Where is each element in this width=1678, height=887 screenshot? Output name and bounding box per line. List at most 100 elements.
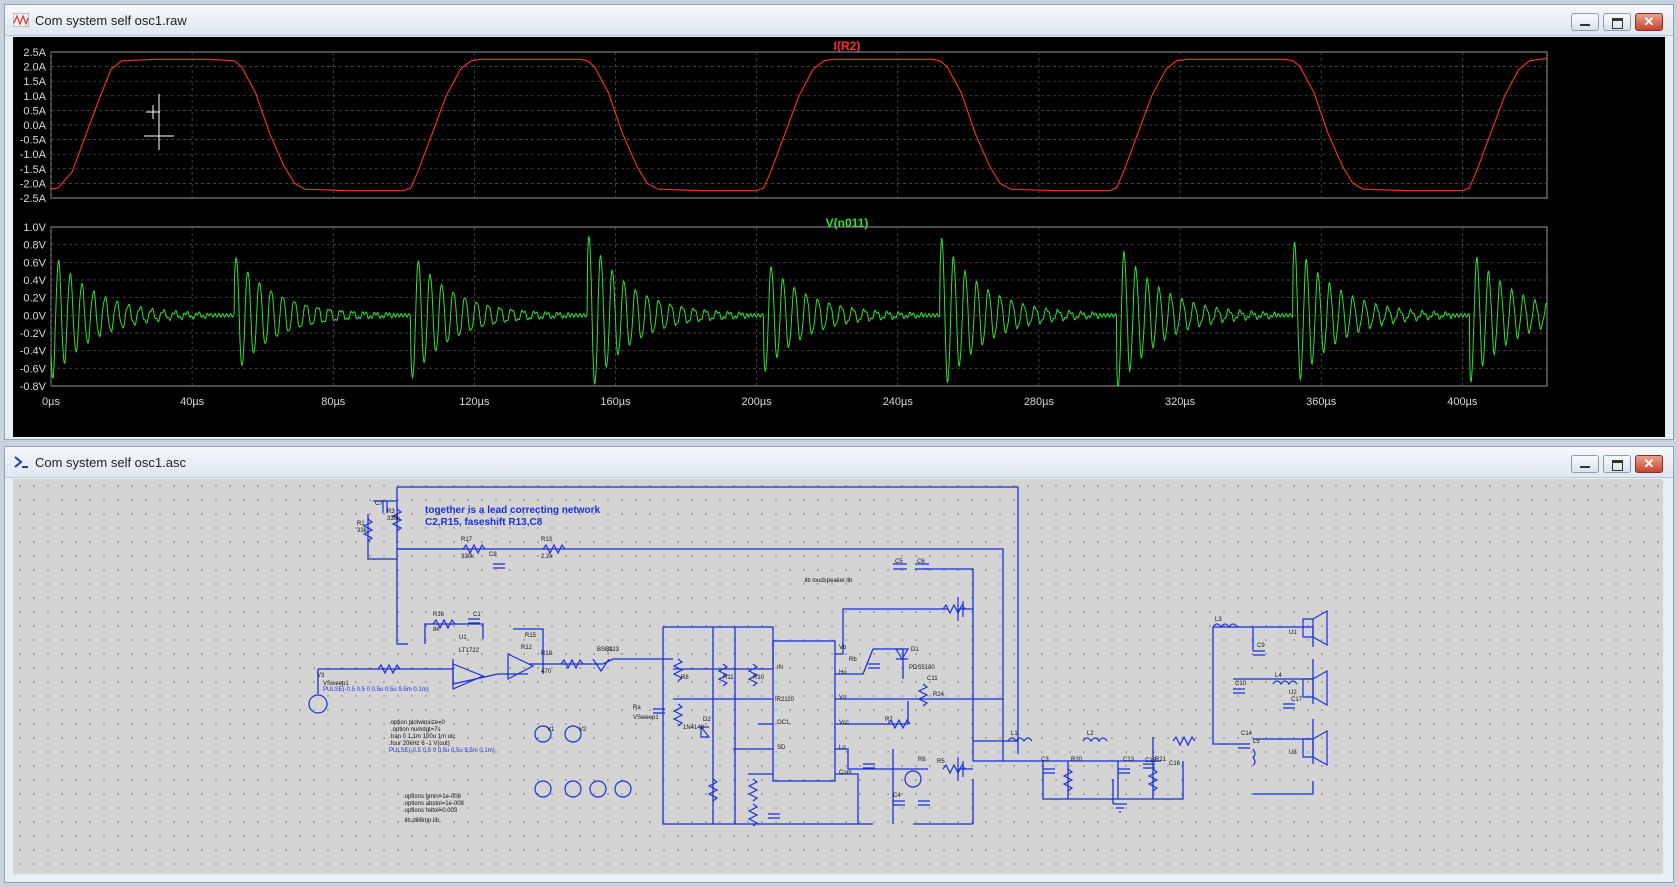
component-label[interactable]: U1 — [459, 635, 467, 641]
component-label[interactable]: Rb — [849, 657, 857, 663]
waveform-close-button[interactable]: ✕ — [1635, 13, 1663, 31]
component-label[interactable]: 330k — [461, 554, 475, 560]
component-label[interactable]: L4 — [1275, 673, 1282, 679]
component-label[interactable]: R8 — [681, 675, 689, 681]
component-label[interactable]: 1N4148 — [683, 725, 705, 731]
spice-directive-line[interactable]: .four 20kHz 6 -1 V(out) — [389, 741, 450, 747]
component-label[interactable]: SD — [777, 745, 786, 751]
trace-title-i-r2[interactable]: I(R2) — [834, 39, 861, 53]
component-label[interactable]: V1 — [547, 727, 555, 733]
annotation-lead-network[interactable]: together is a lead correcting network — [425, 505, 600, 516]
component-label[interactable]: R11 — [723, 675, 734, 681]
vsweep-pulse-label[interactable]: PULSE(-0.5 0.5 0 0.5u 0.5u 9.5m 0.1m) — [323, 687, 429, 693]
trace-title-v-n011[interactable]: V(n011) — [826, 216, 869, 230]
vsweep-name: VSweep1 — [323, 681, 349, 687]
component-label[interactable]: Vb — [839, 645, 847, 651]
component-label[interactable]: C4 — [893, 793, 901, 799]
component-label[interactable]: Vs — [839, 695, 846, 701]
component-label[interactable]: 2.2k — [541, 554, 553, 560]
component-label[interactable]: Vcc — [839, 720, 849, 726]
component-label[interactable]: PDS5100 — [909, 665, 935, 671]
component-label[interactable]: R3 — [387, 509, 395, 515]
component-label[interactable]: 8k — [433, 627, 440, 633]
schematic-titlebar[interactable]: Com system self osc1.asc ✕ — [5, 447, 1673, 478]
component-label[interactable]: Q1 — [605, 647, 614, 653]
component-label[interactable]: R13 — [541, 537, 553, 543]
component-label[interactable]: L5 — [1253, 739, 1260, 745]
component-label[interactable]: Com — [839, 770, 852, 776]
schematic-maximize-button[interactable] — [1603, 455, 1631, 473]
component-label[interactable]: R20 — [1071, 757, 1083, 763]
component-label[interactable]: L2 — [1087, 731, 1094, 737]
waveform-maximize-button[interactable] — [1603, 13, 1631, 31]
component-label[interactable]: C5 — [895, 559, 903, 565]
spice-directive-line[interactable]: .lib dill8mp.lib — [403, 818, 440, 824]
component-label[interactable]: R16 — [433, 612, 445, 618]
component-label[interactable]: R7 — [885, 717, 893, 723]
component-label[interactable]: C6 — [917, 559, 925, 565]
component-label[interactable]: C1 — [473, 612, 481, 618]
component-label[interactable]: R17 — [461, 537, 473, 543]
component-label[interactable]: C14 — [1241, 731, 1253, 737]
component-label[interactable]: C15 — [1145, 758, 1157, 764]
component-label[interactable]: V2 — [579, 727, 587, 733]
component-label[interactable]: C11 — [927, 676, 938, 682]
component-label[interactable]: C13 — [1123, 757, 1135, 763]
spice-directive-line[interactable]: .option plotwinsize=0 — [389, 720, 446, 726]
spice-directive-line[interactable]: .option numdgt=7s — [391, 727, 441, 733]
component-label[interactable]: U2 — [1289, 690, 1297, 696]
component-label[interactable]: R18 — [541, 651, 553, 657]
minimize-icon — [1580, 466, 1590, 468]
waveform-minimize-button[interactable] — [1571, 13, 1599, 31]
spice-directive-line[interactable]: PULSE(-0.5 0.5 0 0.5u 0.5u 9.5m 0.1m) — [389, 748, 495, 754]
component-label[interactable]: V3 — [317, 673, 325, 679]
spice-directive-line[interactable]: .options reltol=0.003 — [403, 808, 458, 814]
schematic-minimize-button[interactable] — [1571, 455, 1599, 473]
spice-directive-line[interactable]: .options abstol=1e-008 — [403, 801, 465, 807]
schematic-close-button[interactable]: ✕ — [1635, 455, 1663, 473]
component-label[interactable]: R5 — [937, 759, 945, 765]
component-label[interactable]: L3 — [1215, 617, 1222, 623]
component-label[interactable]: 330k — [387, 516, 401, 522]
waveform-titlebar[interactable]: Com system self osc1.raw ✕ — [5, 5, 1673, 36]
component-label[interactable]: C17 — [1291, 697, 1303, 703]
component-label[interactable]: 470 — [541, 669, 552, 675]
component-label[interactable]: IN — [777, 665, 783, 671]
component-label[interactable]: BSS123 — [597, 647, 620, 653]
component-label[interactable]: C16 — [1169, 761, 1181, 767]
component-label[interactable]: U1 — [1289, 630, 1297, 636]
component-label[interactable]: R10 — [753, 675, 765, 681]
component-label[interactable]: R21 — [1155, 757, 1167, 763]
component-label[interactable]: Ho — [839, 670, 847, 676]
schematic-canvas[interactable]: together is a lead correcting network C2… — [13, 479, 1663, 874]
component-label[interactable]: Lo — [839, 745, 846, 751]
component-label[interactable]: 33k — [357, 528, 368, 534]
component-label[interactable]: C9 — [1257, 643, 1265, 649]
component-label[interactable]: Ra — [633, 705, 641, 711]
component-label[interactable]: C7 — [375, 501, 383, 507]
component-label[interactable]: D2 — [703, 717, 711, 723]
component-label[interactable]: VSweep1 — [633, 715, 659, 721]
component-label[interactable]: L1 — [1011, 731, 1018, 737]
component-label[interactable]: U3 — [1289, 750, 1297, 756]
component-label[interactable]: IR2110 — [775, 697, 795, 703]
annotation-phase-shift[interactable]: C2,R15, faseshift R13,C8 — [425, 517, 543, 528]
y-tick-labels: 2.5A2.0A1.5A1.0A0.5A0.0A-0.5A-1.0A-1.5A-… — [20, 47, 47, 393]
component-label[interactable]: LT1722 — [459, 648, 480, 654]
component-label[interactable]: D1 — [911, 647, 919, 653]
component-label[interactable]: C8 — [489, 552, 497, 558]
component-label[interactable]: R15 — [525, 633, 537, 639]
component-label[interactable]: R6 — [918, 757, 926, 763]
component-label[interactable]: C3 — [1041, 757, 1049, 763]
spice-directive-line[interactable]: .options gmin=1e-008 — [403, 794, 462, 800]
component-label[interactable]: R1 — [357, 521, 365, 527]
component-label[interactable]: OC1 — [777, 720, 790, 726]
component-label[interactable]: R12 — [521, 645, 533, 651]
component-label[interactable]: C10 — [1235, 681, 1247, 687]
component-label[interactable]: R24 — [933, 692, 945, 698]
lib-loudspeaker-directive[interactable]: .lib loudspeaker.lib — [803, 578, 853, 584]
spice-directive-line[interactable]: .tran 0 1.1m 100u 1m uic — [389, 734, 455, 740]
